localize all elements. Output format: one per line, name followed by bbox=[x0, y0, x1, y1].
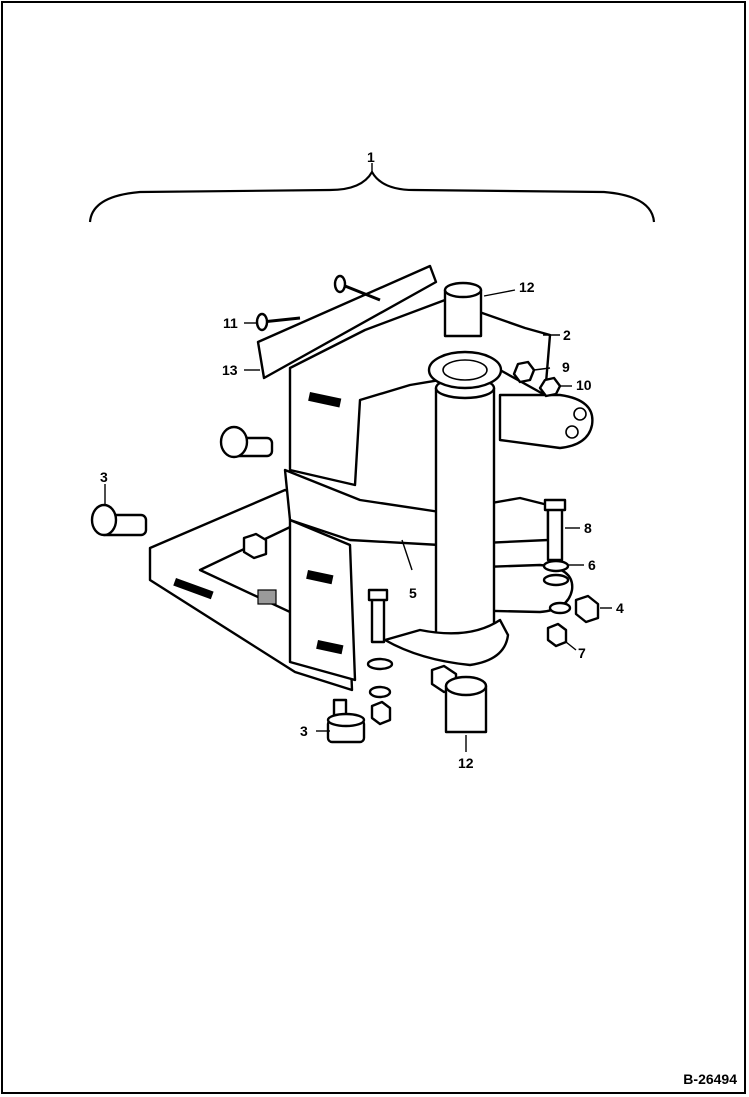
nut-4 bbox=[574, 594, 600, 624]
figure-reference-code: B-26494 bbox=[683, 1071, 737, 1087]
callout-7: 7 bbox=[578, 645, 586, 661]
nut-7 bbox=[546, 622, 568, 648]
lower-frame-plate bbox=[288, 518, 357, 682]
callout-1: 1 bbox=[367, 149, 375, 165]
roller-3-bottom bbox=[326, 698, 366, 744]
bushing-12-lower bbox=[444, 675, 488, 734]
callout-12-bottom: 12 bbox=[458, 755, 474, 771]
roller-3-left bbox=[90, 503, 148, 537]
callout-4: 4 bbox=[616, 600, 624, 616]
bolt-lower-left bbox=[367, 588, 389, 644]
callout-3-left: 3 bbox=[100, 469, 108, 485]
pin-upper-left bbox=[219, 425, 274, 459]
callout-11: 11 bbox=[223, 315, 238, 331]
callout-13: 13 bbox=[222, 362, 238, 378]
callout-6: 6 bbox=[588, 557, 596, 573]
nut-9 bbox=[512, 360, 536, 384]
callout-10: 10 bbox=[576, 377, 592, 393]
upper-swing-ear bbox=[498, 393, 594, 450]
callout-9: 9 bbox=[562, 359, 570, 375]
washer-6 bbox=[542, 559, 570, 573]
callout-2: 2 bbox=[563, 327, 571, 343]
callout-12-top: 12 bbox=[519, 279, 535, 295]
kingpost-cylinder bbox=[434, 386, 496, 650]
bolt-8 bbox=[543, 498, 567, 562]
callout-5: 5 bbox=[409, 585, 417, 601]
callout-8: 8 bbox=[584, 520, 592, 536]
callout-3-bottom: 3 bbox=[300, 723, 308, 739]
nut-10 bbox=[538, 376, 562, 398]
bolt-11 bbox=[255, 274, 381, 332]
assembly-brace bbox=[88, 170, 656, 223]
